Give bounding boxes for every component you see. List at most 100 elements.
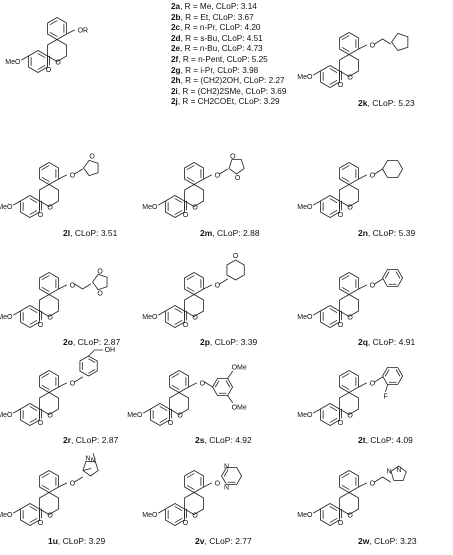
list-row-2e: 2e, R = n-Bu, CLoP: 4.73 <box>171 44 263 54</box>
bond <box>329 308 338 313</box>
ring <box>79 355 98 377</box>
bond <box>41 165 50 170</box>
bond <box>341 47 350 52</box>
ring <box>228 159 245 175</box>
caption-2q: 2q, CLoP: 4.91 <box>358 337 416 347</box>
ring <box>39 392 59 415</box>
ring-oxygen-label: O <box>347 413 353 420</box>
list-row-2a: 2a, R = Me, CLoP: 3.14 <box>171 2 257 11</box>
bond <box>186 287 195 292</box>
caption-2m: 2m, CLoP: 2.88 <box>200 228 260 238</box>
ring-oxygen-label: O <box>177 413 183 420</box>
bond <box>203 174 212 180</box>
ring <box>92 273 108 291</box>
bond <box>174 308 183 313</box>
bond <box>385 384 388 393</box>
ring <box>339 492 359 515</box>
bond <box>358 174 367 180</box>
bond <box>29 320 38 325</box>
ring <box>39 492 59 515</box>
ring-oxygen-label: O <box>47 205 53 212</box>
methoxy-label: MeO <box>0 314 13 321</box>
ring-oxygen-label: O <box>230 154 236 161</box>
bond <box>88 358 96 363</box>
ring <box>382 268 403 288</box>
carbonyl-oxygen-label: O <box>338 212 344 219</box>
bond <box>171 373 180 378</box>
list-row-2j: 2j, R = CH2COEt, CLoP: 3.29 <box>171 97 280 107</box>
bond <box>41 177 50 182</box>
bond <box>395 271 401 279</box>
bond <box>358 284 367 290</box>
ether-oxygen-label: OR <box>78 28 89 35</box>
bond <box>329 198 338 203</box>
ring-oxygen-label: O <box>47 513 53 520</box>
caption-2k: 2k, CLoP: 5.23 <box>358 98 415 108</box>
bond <box>384 271 390 279</box>
ring-oxygen-label: O <box>347 205 353 212</box>
bond <box>37 53 46 58</box>
bond <box>158 310 166 316</box>
methoxy-label: MeO <box>297 412 313 419</box>
carbonyl-oxygen-label: O <box>168 420 174 427</box>
caption-1u: 1u, CLoP: 3.29 <box>48 536 106 546</box>
bond <box>143 408 151 414</box>
bond <box>203 482 212 488</box>
methoxy-label: MeO <box>297 512 313 519</box>
bond <box>186 165 195 170</box>
bond <box>174 198 183 203</box>
bond <box>82 468 92 471</box>
ring-oxygen-label: O <box>97 268 103 275</box>
bond <box>329 80 338 85</box>
bond <box>395 369 401 377</box>
bond <box>29 308 38 313</box>
ether-oxygen-label: O <box>370 283 376 290</box>
bond <box>41 385 50 390</box>
ether-oxygen-label: O <box>70 481 76 488</box>
ether-oxygen-label: O <box>215 481 221 488</box>
ether-oxygen-label: O <box>70 381 76 388</box>
bond <box>58 382 67 388</box>
ether-oxygen-label: O <box>370 173 376 180</box>
carbonyl-oxygen-label: O <box>183 520 189 527</box>
bond <box>341 385 350 390</box>
chain <box>219 278 228 285</box>
nitrogen-label: N <box>224 485 229 492</box>
ring-oxygen-label: O <box>192 315 198 322</box>
caption-2r: 2r, CLoP: 2.87 <box>63 435 119 445</box>
list-row-2c: 2c, R = n-Pr, CLoP: 4.20 <box>171 23 261 33</box>
bond <box>313 408 321 414</box>
ring <box>390 465 407 482</box>
bond <box>174 210 183 215</box>
bond <box>171 385 180 390</box>
caption-2l: 2l, CLoP: 3.51 <box>63 228 118 238</box>
ether-oxygen-label: O <box>215 283 221 290</box>
bond <box>313 508 321 514</box>
list-row-2f: 2f, R = n-Pent, CLoP: 5.25 <box>171 54 268 64</box>
ring-oxygen-label: O <box>192 513 198 520</box>
bond <box>13 508 21 514</box>
bond <box>329 518 338 523</box>
caption-2w: 2w, CLoP: 3.23 <box>358 536 417 546</box>
bond <box>341 373 350 378</box>
bond <box>58 284 67 290</box>
ring <box>82 461 99 477</box>
chain <box>374 168 383 175</box>
chain <box>374 376 383 383</box>
ether-oxygen-label: O <box>215 173 221 180</box>
ring-oxygen-label: O <box>97 291 103 298</box>
methoxy-label: MeO <box>5 59 21 66</box>
bond <box>227 370 233 379</box>
ring-oxygen-label: O <box>347 315 353 322</box>
bond <box>341 275 350 280</box>
ring-oxygen-label: O <box>192 205 198 212</box>
chain <box>374 476 391 483</box>
carbonyl-oxygen-label: O <box>183 322 189 329</box>
ether-oxygen-label: O <box>200 381 206 388</box>
bond <box>37 65 46 70</box>
